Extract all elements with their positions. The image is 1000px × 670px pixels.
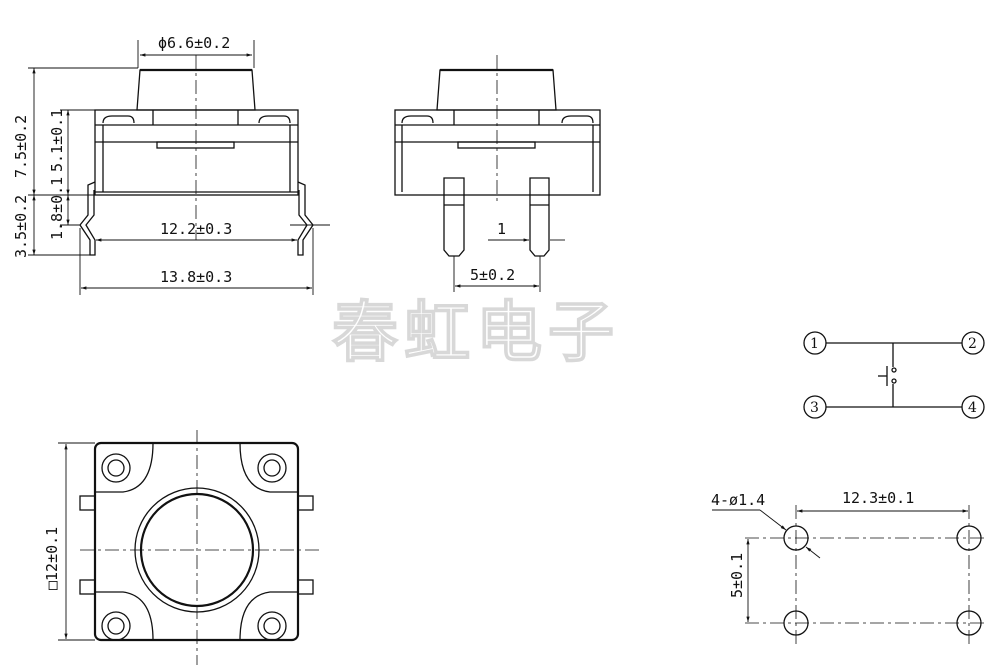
pin-label-3: 3: [810, 400, 819, 416]
pin-width-dim: 1: [497, 220, 506, 238]
horizontal-pitch-dim: 12.3±0.1: [842, 489, 914, 507]
body-height-dim: 5.1±0.1: [48, 109, 66, 172]
pcb-footprint: 12.3±0.1 5±0.1 4-ø1.4: [711, 489, 985, 645]
pin-label-2: 2: [968, 336, 977, 352]
button-diameter-dim: ϕ6.6±0.2: [158, 34, 230, 52]
front-view: 1 5±0.2: [394, 55, 601, 292]
body-size-dim: □12±0.1: [43, 527, 61, 590]
top-view: □12±0.1: [43, 430, 320, 665]
standoff-dim: 1.8±0.1: [48, 177, 66, 240]
vertical-pitch-dim: 5±0.1: [728, 553, 746, 598]
body-width-dim: 12.2±0.3: [160, 220, 232, 238]
side-view: ϕ6.6±0.2 7.5±0.2 3.5±0.2 5.1±0.1 1.8±0.1…: [12, 34, 330, 295]
watermark: 春虹电子: [332, 294, 620, 371]
schematic: 1 2 3 4: [803, 331, 985, 419]
pin-label-4: 4: [968, 400, 977, 416]
pin-pitch-dim: 5±0.2: [470, 266, 515, 284]
hole-spec-dim: 4-ø1.4: [711, 491, 765, 509]
pin-span-dim: 13.8±0.3: [160, 268, 232, 286]
pin-label-1: 1: [810, 336, 819, 352]
total-height-dim: 7.5±0.2: [12, 115, 30, 178]
pin-length-dim: 3.5±0.2: [12, 195, 30, 258]
